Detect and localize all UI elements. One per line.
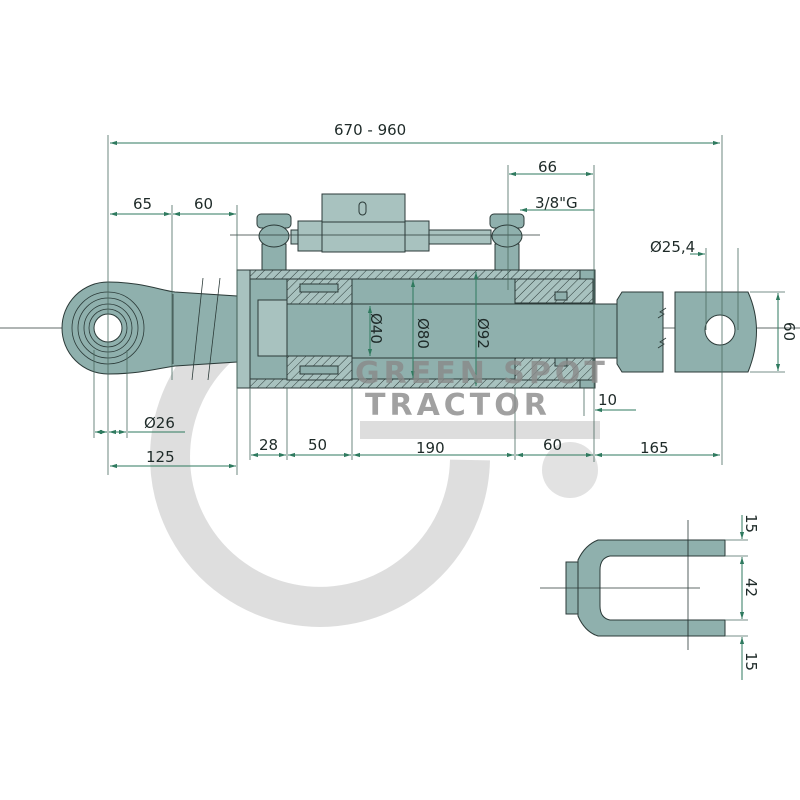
dim-125-label: 125 bbox=[146, 448, 175, 466]
ports-and-valve bbox=[230, 193, 540, 271]
dim-190-label: 190 bbox=[416, 439, 445, 457]
clevis-detail-view: 15 42 15 bbox=[540, 514, 760, 680]
clevis-top-thickness-label: 15 bbox=[742, 514, 760, 533]
port-thread-label: 3/8"G bbox=[535, 194, 578, 212]
rod-diameter-label: Ø40 bbox=[367, 313, 385, 344]
dimension-labels: 670 - 960 65 60 66 3/8"G Ø25,4 60 10 Ø26… bbox=[133, 121, 798, 466]
watermark-line1: GREEN SPOT bbox=[355, 356, 609, 391]
clevis-pin-diameter-label: Ø25,4 bbox=[650, 238, 695, 256]
watermark: GREEN SPOT TRACTOR bbox=[355, 356, 609, 423]
outer-diameter-label: Ø92 bbox=[474, 318, 492, 349]
clevis-bottom-thickness-label: 15 bbox=[742, 652, 760, 671]
dim-60-bottom-label: 60 bbox=[543, 436, 562, 454]
dim-66-label: 66 bbox=[538, 158, 557, 176]
cylinder-body bbox=[236, 269, 618, 389]
dim-28-label: 28 bbox=[259, 436, 278, 454]
eye-pin-diameter-label: Ø26 bbox=[144, 414, 175, 432]
extension-lines bbox=[93, 135, 785, 475]
dimension-lines bbox=[95, 140, 781, 469]
dim-50-label: 50 bbox=[308, 436, 327, 454]
dim-60-top-label: 60 bbox=[194, 195, 213, 213]
clevis-height-label: 60 bbox=[780, 322, 798, 341]
rod-end bbox=[616, 291, 757, 373]
dim-165-label: 165 bbox=[640, 439, 669, 457]
overall-length-label: 670 - 960 bbox=[334, 121, 406, 139]
clevis-gap-label: 42 bbox=[742, 578, 760, 597]
dim-65-label: 65 bbox=[133, 195, 152, 213]
gland-offset-label: 10 bbox=[598, 391, 617, 409]
watermark-line2: TRACTOR bbox=[365, 388, 551, 423]
bore-diameter-label: Ø80 bbox=[414, 318, 432, 349]
